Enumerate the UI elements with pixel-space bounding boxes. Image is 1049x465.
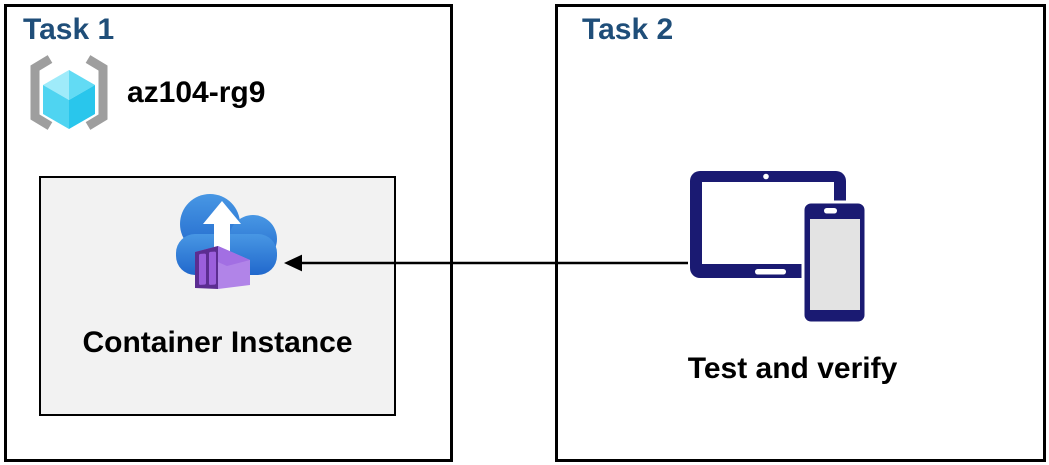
resource-group-icon: [30, 55, 108, 130]
container-instance-label: Container Instance: [82, 326, 353, 359]
task2-box: Task 2 Test and verify: [555, 4, 1046, 462]
resource-group-name: az104-rg9: [127, 76, 266, 109]
container-instance-box: Container Instance: [39, 176, 396, 416]
task1-box: Task 1 az104-rg9: [4, 4, 453, 462]
container-instances-icon: [176, 194, 277, 289]
devices-icon: [690, 171, 868, 325]
task1-title: Task 1: [23, 13, 115, 46]
test-verify-label: Test and verify: [687, 352, 898, 385]
resource-group: az104-rg9: [25, 55, 265, 131]
task2-title: Task 2: [582, 13, 674, 46]
